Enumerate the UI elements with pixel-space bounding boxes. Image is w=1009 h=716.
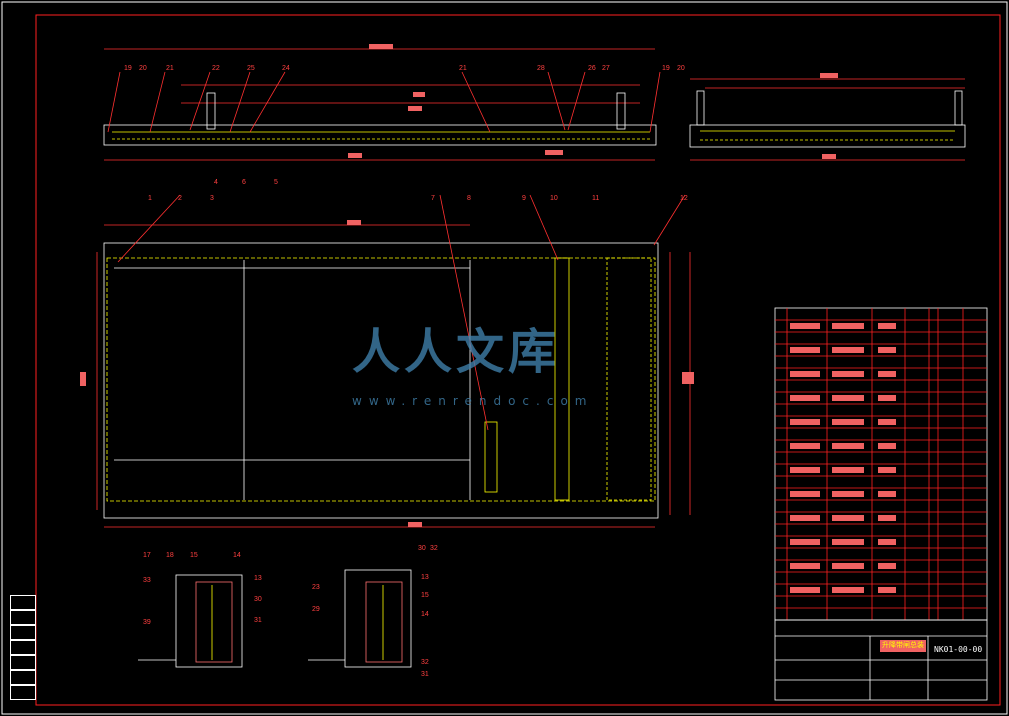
callout-number: 4 <box>214 179 218 186</box>
callout-number: 2 <box>178 195 182 202</box>
callout-number: 28 <box>537 65 545 72</box>
callout-number: 26 <box>588 65 596 72</box>
side-label <box>10 670 36 685</box>
callout-number: 19 <box>662 65 670 72</box>
callout-number: 13 <box>421 574 429 581</box>
side-label <box>10 595 36 610</box>
callout-number: 1 <box>148 195 152 202</box>
callout-number: 8 <box>467 195 471 202</box>
callout-number: 10 <box>550 195 558 202</box>
callout-number: 32 <box>430 545 438 552</box>
callout-number: 23 <box>312 584 320 591</box>
callout-number: 31 <box>254 617 262 624</box>
callout-number: 19 <box>124 65 132 72</box>
callout-number: 7 <box>431 195 435 202</box>
callout-number: 25 <box>247 65 255 72</box>
callout-number: 18 <box>166 552 174 559</box>
callout-number: 30 <box>254 596 262 603</box>
callout-number: 14 <box>421 611 429 618</box>
section-detail-right <box>308 569 412 668</box>
callout-number: 32 <box>421 659 429 666</box>
side-label <box>10 610 36 625</box>
side-label <box>10 655 36 670</box>
top-elevation-view <box>103 44 661 161</box>
side-label <box>10 640 36 655</box>
watermark-url: www.renrendoc.com <box>352 394 594 408</box>
callout-number: 30 <box>418 545 426 552</box>
watermark-logo: 人人文库 <box>352 324 561 380</box>
callout-number: 20 <box>139 65 147 72</box>
parts-list-table <box>774 307 988 621</box>
callout-number: 21 <box>459 65 467 72</box>
callout-number: 5 <box>274 179 278 186</box>
drawing-code: NK01-00-00 <box>934 645 983 654</box>
callout-number: 6 <box>242 179 246 186</box>
side-label <box>10 685 36 700</box>
callout-number: 29 <box>312 606 320 613</box>
callout-number: 31 <box>421 671 429 678</box>
callout-number: 27 <box>602 65 610 72</box>
side-label <box>10 625 36 640</box>
callout-number: 22 <box>212 65 220 72</box>
callout-number: 14 <box>233 552 241 559</box>
callout-number: 33 <box>143 577 151 584</box>
callout-number: 15 <box>421 592 429 599</box>
callout-number: 21 <box>166 65 174 72</box>
callout-number: 20 <box>677 65 685 72</box>
callout-number: 15 <box>190 552 198 559</box>
callout-number: 17 <box>143 552 151 559</box>
section-detail-left <box>138 574 243 668</box>
callout-number: 24 <box>282 65 290 72</box>
drawing-title: 升降带闸总装 <box>880 640 926 652</box>
callout-number: 11 <box>592 195 599 202</box>
callout-number: 9 <box>522 195 526 202</box>
title-block <box>774 619 988 701</box>
side-elevation-view <box>689 73 966 161</box>
callout-number: 39 <box>143 619 151 626</box>
callout-number: 12 <box>680 195 688 202</box>
callout-number: 3 <box>210 195 214 202</box>
plan-view <box>80 194 694 528</box>
callout-number: 13 <box>254 575 262 582</box>
